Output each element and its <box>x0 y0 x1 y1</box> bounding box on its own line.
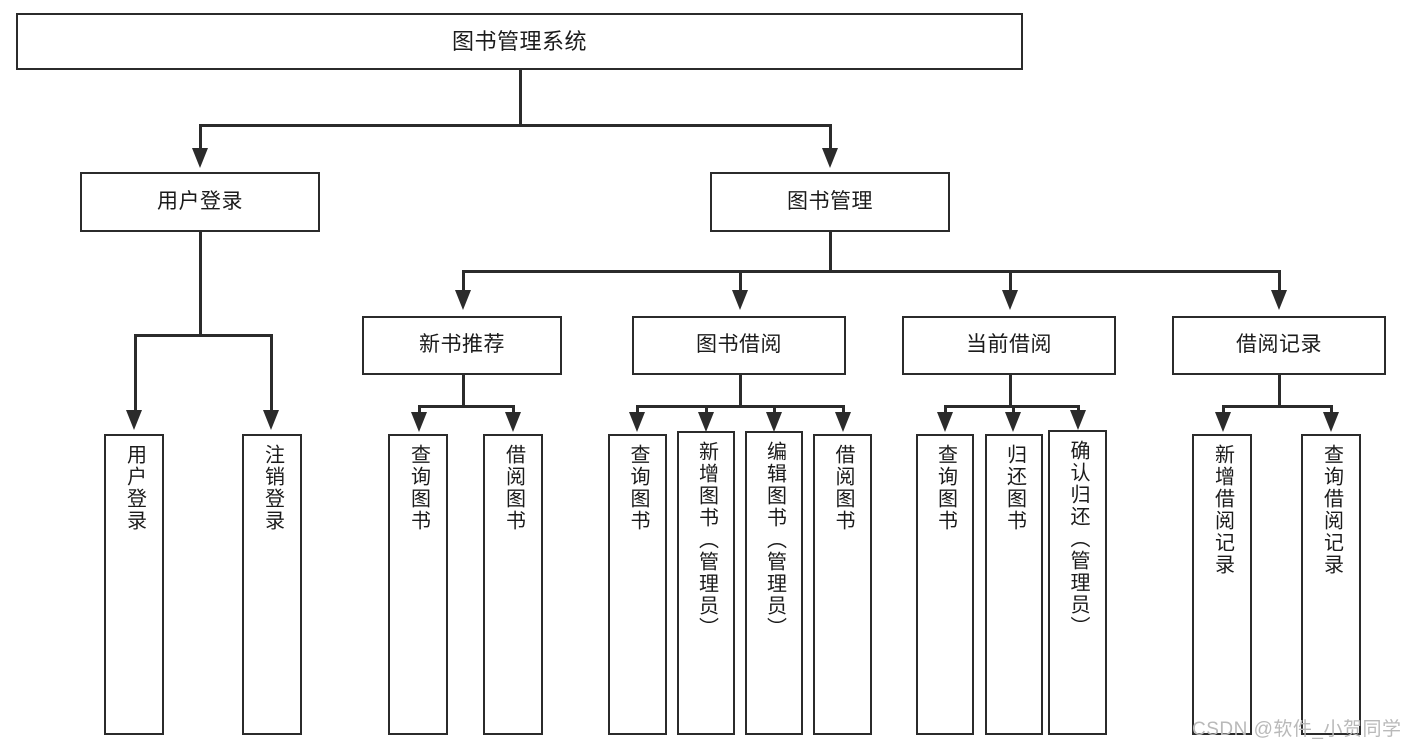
leaf-add-borrow-record[interactable]: 新增借阅记录 <box>1192 434 1252 735</box>
node-label: 新增图书（管理员） <box>695 441 718 639</box>
connector-bookmgmt-drop-2 <box>739 270 742 296</box>
arrow-down-icon <box>732 290 748 310</box>
node-new-book-recommend[interactable]: 新书推荐 <box>362 316 562 375</box>
connector-borrowrecord-stem <box>1278 375 1281 407</box>
connector-borrowrecord-drop-2 <box>1330 405 1333 417</box>
connector-bookborrow-drop-2 <box>705 405 708 417</box>
arrow-down-icon <box>937 412 953 432</box>
node-label: 图书借阅 <box>696 333 782 357</box>
arrow-down-icon <box>1271 290 1287 310</box>
node-label: 注销登录 <box>261 444 284 532</box>
node-book-management[interactable]: 图书管理 <box>710 172 950 232</box>
leaf-user-login[interactable]: 用户登录 <box>104 434 164 735</box>
arrow-down-icon <box>505 412 521 432</box>
connector-userlogin-drop-1 <box>134 334 137 416</box>
leaf-query-book-current[interactable]: 查询图书 <box>916 434 974 735</box>
leaf-query-borrow-record[interactable]: 查询借阅记录 <box>1301 434 1361 735</box>
arrow-down-icon <box>126 410 142 430</box>
node-borrow-record[interactable]: 借阅记录 <box>1172 316 1386 375</box>
connector-currentborrow-drop-1 <box>944 405 947 417</box>
leaf-query-book-recommend[interactable]: 查询图书 <box>388 434 448 735</box>
arrow-down-icon <box>629 412 645 432</box>
node-label: 查询图书 <box>627 444 649 532</box>
node-label: 当前借阅 <box>966 333 1052 357</box>
node-label: 图书管理 <box>787 189 873 213</box>
node-label: 查询图书 <box>934 444 957 532</box>
node-label: 确认归还（管理员） <box>1067 440 1089 638</box>
arrow-down-icon <box>411 412 427 432</box>
connector-root-bar <box>199 124 831 127</box>
node-label: 查询图书 <box>407 444 430 532</box>
arrow-down-icon <box>455 290 471 310</box>
node-label: 新书推荐 <box>419 333 505 357</box>
connector-bookmgmt-stem <box>829 232 832 272</box>
node-label: 图书管理系统 <box>451 28 587 54</box>
arrow-down-icon <box>1215 412 1231 432</box>
arrow-down-icon <box>1323 412 1339 432</box>
leaf-borrow-book[interactable]: 借阅图书 <box>813 434 872 735</box>
arrow-down-icon <box>1005 412 1021 432</box>
connector-bookmgmt-drop-1 <box>462 270 465 296</box>
connector-bookborrow-bar <box>636 405 844 408</box>
arrow-down-icon <box>1002 290 1018 310</box>
connector-bookborrow-stem <box>739 375 742 407</box>
leaf-return-book[interactable]: 归还图书 <box>985 434 1043 735</box>
connector-userlogin-stem <box>199 232 202 336</box>
node-label: 查询借阅记录 <box>1320 444 1343 576</box>
node-label: 归还图书 <box>1003 444 1026 532</box>
watermark-text: CSDN @软件_小贺同学 <box>1192 719 1402 740</box>
node-label: 借阅记录 <box>1236 333 1322 357</box>
connector-userlogin-drop-2 <box>270 334 273 416</box>
leaf-logout[interactable]: 注销登录 <box>242 434 302 735</box>
connector-newbook-stem <box>462 375 465 407</box>
connector-newbook-bar <box>418 405 514 408</box>
node-user-login[interactable]: 用户登录 <box>80 172 320 232</box>
node-label: 用户登录 <box>157 189 243 213</box>
node-current-borrow[interactable]: 当前借阅 <box>902 316 1116 375</box>
connector-borrowrecord-drop-1 <box>1222 405 1225 417</box>
connector-root-drop-1 <box>199 124 202 154</box>
arrow-down-icon <box>835 412 851 432</box>
node-label: 借阅图书 <box>502 444 525 532</box>
node-book-borrow[interactable]: 图书借阅 <box>632 316 846 375</box>
arrow-down-icon <box>822 148 838 168</box>
arrow-down-icon <box>192 148 208 168</box>
connector-bookborrow-drop-4 <box>842 405 845 417</box>
connector-root-drop-2 <box>829 124 832 154</box>
connector-userlogin-bar <box>134 334 272 337</box>
arrow-down-icon <box>1070 410 1086 430</box>
leaf-confirm-return-admin[interactable]: 确认归还（管理员） <box>1048 430 1107 735</box>
connector-bookborrow-drop-3 <box>773 405 776 417</box>
connector-currentborrow-drop-2 <box>1012 405 1015 417</box>
connector-bookmgmt-drop-4 <box>1278 270 1281 296</box>
node-root-book-management-system[interactable]: 图书管理系统 <box>16 13 1023 70</box>
connector-newbook-drop-2 <box>512 405 515 417</box>
leaf-add-book-admin[interactable]: 新增图书（管理员） <box>677 431 735 735</box>
connector-root-stem <box>519 70 522 125</box>
connector-bookmgmt-bar <box>462 270 1280 273</box>
leaf-edit-book-admin[interactable]: 编辑图书（管理员） <box>745 431 803 735</box>
connector-currentborrow-stem <box>1009 375 1012 407</box>
node-label: 编辑图书（管理员） <box>763 441 786 639</box>
arrow-down-icon <box>263 410 279 430</box>
node-label: 借阅图书 <box>832 444 854 532</box>
leaf-borrow-book-recommend[interactable]: 借阅图书 <box>483 434 543 735</box>
arrow-down-icon <box>698 412 714 432</box>
connector-bookmgmt-drop-3 <box>1009 270 1012 296</box>
leaf-query-book-borrow[interactable]: 查询图书 <box>608 434 667 735</box>
connector-bookborrow-drop-1 <box>636 405 639 417</box>
connector-newbook-drop-1 <box>418 405 421 417</box>
node-label: 用户登录 <box>123 444 146 532</box>
arrow-down-icon <box>766 412 782 432</box>
connector-currentborrow-bar <box>944 405 1078 408</box>
node-label: 新增借阅记录 <box>1211 444 1234 576</box>
connector-borrowrecord-bar <box>1222 405 1332 408</box>
